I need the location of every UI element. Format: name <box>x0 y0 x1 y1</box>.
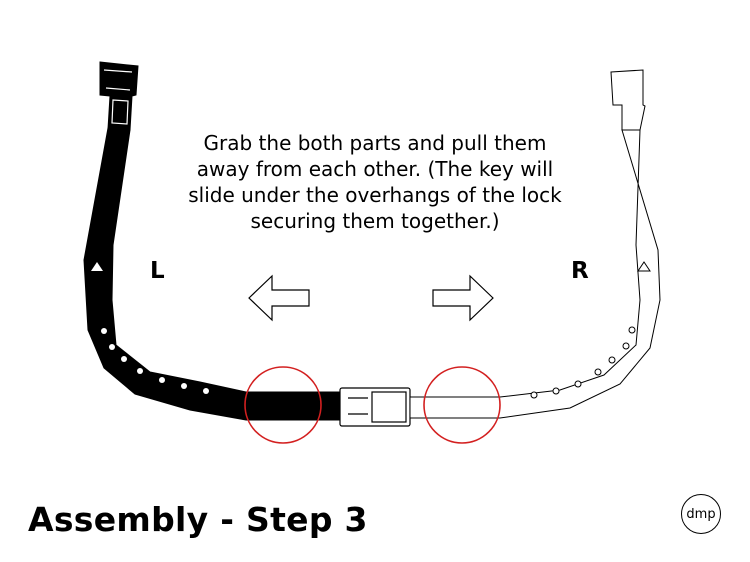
triangle-marker-icon <box>91 262 103 271</box>
left-band-notches <box>101 328 209 394</box>
highlight-circle-left <box>244 366 322 444</box>
highlight-circle-right <box>423 366 501 444</box>
right-band-notches <box>530 326 636 399</box>
center-lock <box>339 387 411 427</box>
arrow-left-icon <box>248 274 310 322</box>
left-connector-details <box>103 69 133 125</box>
triangle-marker-icon-right <box>637 261 651 272</box>
right-label: R <box>571 258 589 284</box>
arrow-right-icon <box>432 274 494 322</box>
page-title: Assembly - Step 3 <box>28 500 368 539</box>
right-part <box>409 69 661 419</box>
logo-text: dmp <box>686 506 716 522</box>
dmp-logo: dmp <box>681 494 721 534</box>
left-label: L <box>150 258 165 284</box>
instruction-text: Grab the both parts and pull them away f… <box>188 131 562 233</box>
